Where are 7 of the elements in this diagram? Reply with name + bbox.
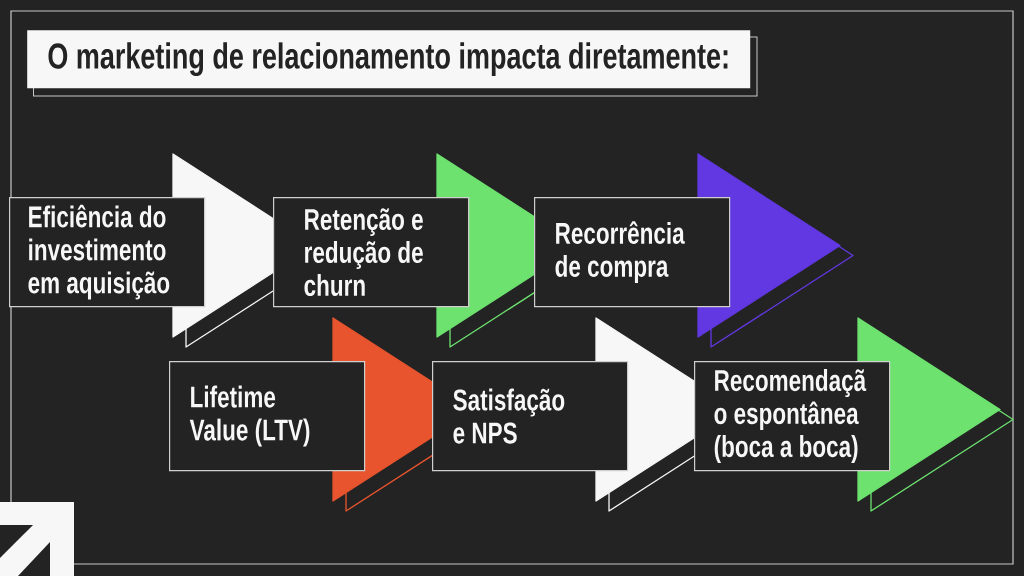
text-box: Retenção e redução de churn (273, 197, 470, 308)
text-box: Recomendaçã o espontânea (boca a boca) (694, 361, 891, 472)
text-box: Recorrência de compra (534, 197, 731, 308)
title-banner: O marketing de relacionamento impacta diretamente: (27, 30, 758, 97)
text-box: Lifetime Value (LTV) (169, 361, 366, 472)
text-box: Eficiência do investimento em aquisição (9, 197, 206, 308)
text-box: Satisfação e NPS (432, 361, 629, 472)
